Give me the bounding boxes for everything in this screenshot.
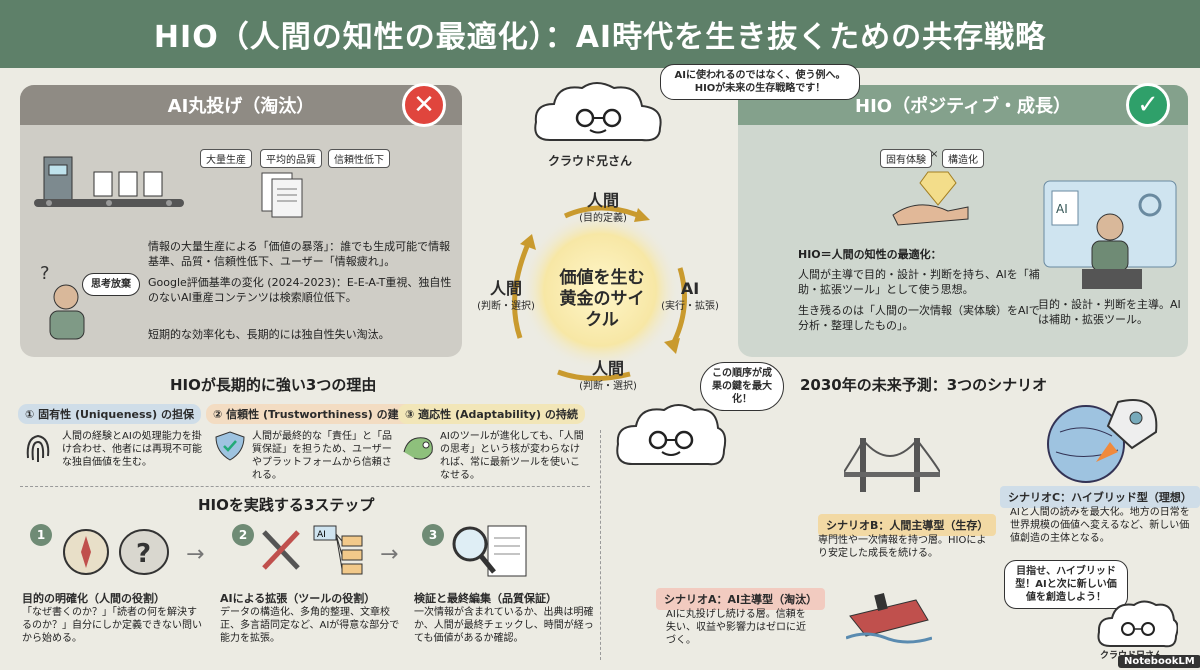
cloud-character-small-icon [1097,600,1178,648]
magnifier-document-icon [452,525,527,577]
cycle-title: 価値を生む黄金のサイクル [559,268,645,330]
cycle-node-left-sub: (判断・選択) [477,301,535,312]
compass-question-icon: ? [63,529,169,575]
step-1-label: 目的の明確化（人間の役割） [22,592,165,605]
cycle-node-right-label: AI [680,279,700,298]
reason-2-text: 人間が最終的な「責任」と「品質保証」を担うため、ユーザーやプラットフォームから信… [252,431,392,481]
right-text-1: HIO＝人間の知性の最適化： [798,248,942,261]
cycle-node-left-label: 人間 [489,279,522,298]
arrow-right-icon-2: → [380,542,399,567]
cloud-name-top: クラウド兄さん [548,154,633,168]
divider-vertical [600,430,601,660]
multiply-icon: × [930,149,939,160]
tools-data-icon: AI [262,525,363,575]
step-2-label: AIによる拡張（ツールの役割） [220,592,376,605]
reason-3-label: ③ 適応性 (Adaptability) の持続 [398,404,585,424]
notebooklm-brand: NotebookLM [1118,655,1200,668]
scenario-c-text: AIと人間の読みを最大化。地方の日常を世界規模の価値へ変えるなど、新しい価値創造… [1010,507,1190,544]
left-text-2: Google評価基準の変化 (2024-2023)：E-E-A-T重視、独自性の… [148,276,452,304]
step-3-text: 一次情報が含まれているか、出典は明確か、人間が最終チェックし、時間が経っても価値… [414,607,594,644]
page-title: HIO（人間の知性の最適化）：AI時代を生き抜くための共存戦略 [0,0,1200,68]
step-2-text: データの構造化、多角的整理、文章校正、多言語同定など、AIが得意な部分で能力を拡… [220,607,400,644]
step-3-number: 3 [422,524,444,546]
step-2-number: 2 [232,524,254,546]
ai-marunage-panel: AI丸投げ（淘汰） ✕ 大量生産 平均的品質 信頼性低下 思考放棄 ? 情報の大… [20,83,462,357]
svg-text:?: ? [136,539,151,569]
cross-icon: ✕ [402,83,446,127]
scenarios-title: 2030年の未来予測：3つのシナリオ [800,376,1048,394]
arrow-right-icon-1: → [186,542,205,567]
svg-text:?: ? [40,263,50,284]
scenario-c-label: シナリオC：ハイブリッド型（理想） [1000,486,1200,508]
step-1-number: 1 [30,524,52,546]
left-text-1: 情報の大量生産による「価値の暴落」：誰でも生成可能で情報基準、品質・信頼性低下、… [148,240,451,268]
documents-icon [261,172,303,218]
cycle-node-bottom: 人間 (判断・選択) [568,360,648,396]
svg-text:AI: AI [1056,202,1068,216]
divider-horizontal [20,486,590,487]
svg-text:AI: AI [317,530,326,540]
right-text-2: 人間が主導で目的・設計・判断を持ち、AIを「補助・拡張ツール」として使う思想。 [798,268,1040,296]
scenario-a-text: AIに丸投げし続ける層。信頼を失い、収益や影響力はゼロに近づく。 [666,609,806,646]
cycle-node-top-label: 人間 [586,191,619,210]
reason-1-text: 人間の経験とAIの処理能力を掛け合わせ、他者には再現不可能な独自価値を生む。 [62,431,202,468]
sinking-ship-icon [846,593,932,644]
fingerprint-icon [26,434,50,462]
right-text-3: 生き残るのは「人間の一次情報（実体験）をAIで分析・整理したもの」。 [798,304,1040,332]
bridge-icon [844,438,940,492]
chameleon-icon [403,437,433,460]
cloud-pointing-icon [616,404,727,466]
scenario-b-text: 専門性や一次情報を持つ層。HIOにより安定した成長を続ける。 [818,535,987,559]
cycle-node-top-sub: (目的定義) [579,213,627,224]
left-text-3: 短期的な効率化も、長期的には独自性失い淘汰。 [148,328,390,341]
factory-conveyor-icon [34,156,184,207]
thinking-abandon-bubble: 思考放棄 [82,273,140,296]
right-caption: 目的・設計・判断を主導。AIは補助・拡張ツール。 [1038,298,1181,326]
reason-2-label: ② 信頼性 (Trustworthiness) の建立 [206,404,417,424]
cycle-node-bottom-label: 人間 [591,359,624,378]
reasons-title: HIOが長期的に強い3つの理由 [170,376,377,394]
person-with-ai-screen-icon: AI [1043,180,1177,289]
scenario-a-label: シナリオA：AI主導型（淘汰） [656,588,826,610]
cycle-node-top: 人間 (目的定義) [568,192,638,228]
reason-1-label: ① 固有性 (Uniqueness) の担保 [18,404,201,424]
hand-diamond-icon [892,171,969,226]
cloud-character-icon [534,82,662,142]
hio-positive-panel: HIO（ポジティブ・成長） ✓ 固有体験 × 構造化 AI HIO＝人間の知性の… [738,83,1188,357]
cloud-bottom-right-speech: 目指せ、ハイブリッド型！AIと次に新しい価値を創造しよう！ [1004,560,1128,609]
cycle-node-bottom-sub: (判断・選択) [579,381,637,392]
golden-cycle-diagram [512,205,687,382]
shield-hands-icon [215,431,245,461]
tag-average-quality: 平均的品質 [260,149,322,168]
reason-3-text: AIのツールが進化しても、「人間の思考」という核が変わらなければ、常に最新ツール… [440,431,584,481]
tag-trust-decline: 信頼性低下 [328,149,390,168]
cloud-bottom-speech: この順序が成果の鍵を最大化！ [700,362,784,411]
check-icon: ✓ [1126,83,1170,127]
step-3-label: 検証と最終編集（品質保証） [414,592,557,605]
tag-structuring: 構造化 [942,149,984,168]
tag-mass-production: 大量生産 [200,149,252,168]
cloud-top-speech: AIに使われるのではなく、使う例へ。HIOが未来の生存戦略です！ [660,64,860,100]
worried-person-icon: ? [40,263,85,340]
scenario-b-label: シナリオB：人間主導型（生存） [818,514,997,536]
left-panel-heading: AI丸投げ（淘汰） [20,85,462,125]
cycle-node-right: AI (実行・拡張) [650,280,730,316]
cycle-node-left: 人間 (判断・選択) [466,280,546,316]
cycle-node-right-sub: (実行・拡張) [661,301,719,312]
steps-title: HIOを実践する3ステップ [198,496,375,514]
rocket-globe-icon [1047,399,1158,483]
tag-unique-experience: 固有体験 [880,149,932,168]
step-1-text: 「なぜ書くのか？」「読者の何を解決するのか？」自分にしか定義できない問いから始め… [22,607,202,644]
